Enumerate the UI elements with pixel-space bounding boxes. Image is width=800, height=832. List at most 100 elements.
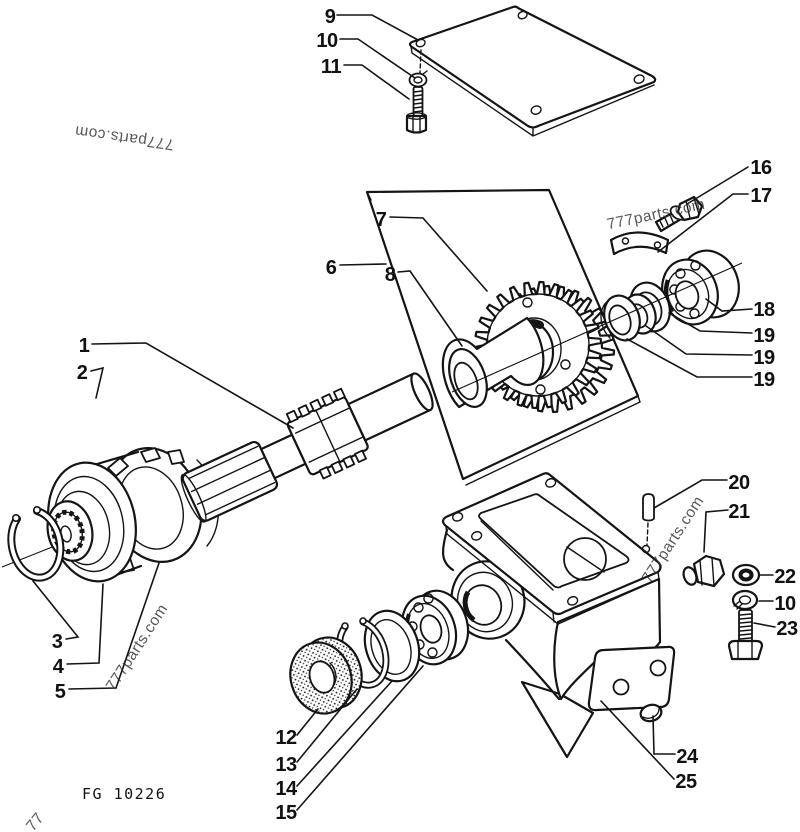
callout-15-label: 15 <box>275 802 297 824</box>
callout-1-leader <box>91 342 294 429</box>
callout-10-right-label: 10 <box>774 593 796 615</box>
callout-12-label: 12 <box>275 727 297 749</box>
callout-24-leader <box>652 715 676 755</box>
housing-foot <box>520 680 595 759</box>
shaft-end-face <box>410 372 434 412</box>
front-bearing-group <box>289 589 470 715</box>
flat-washer-outer <box>731 563 761 587</box>
callout-13-leader <box>296 688 358 763</box>
hex-bolt-head <box>727 639 764 661</box>
bolt-assembly-line <box>419 49 422 74</box>
hex-bolt-threads <box>739 613 752 640</box>
callout-18-label: 18 <box>753 299 775 321</box>
callout-labels: 9 10 11 1 2 6 7 8 16 17 18 19 19 19 20 2… <box>52 6 799 824</box>
flange-opening <box>478 493 630 589</box>
spring-washer-outer <box>731 589 759 611</box>
coupling-hub <box>46 450 143 583</box>
callout-21-label: 21 <box>728 501 750 523</box>
rear-bearing-group <box>600 249 740 342</box>
lock-washer-inner <box>413 76 423 84</box>
axis-line-right <box>451 262 743 393</box>
spring-washer-split <box>733 600 743 610</box>
callout-10-top-leader <box>339 38 416 79</box>
shaft-spline-lines <box>188 445 276 516</box>
ball-bearing-inner <box>674 280 700 310</box>
cover-plate-thickness <box>410 45 655 137</box>
dowel-pin <box>641 493 655 554</box>
flat-washer-hole <box>738 568 754 582</box>
snap-ring-rear-ear-2 <box>359 617 367 625</box>
callout-2-leader <box>90 366 105 399</box>
shaft-tip-chamfer <box>180 473 207 523</box>
flat-washer <box>731 563 761 587</box>
callout-11-label: 11 <box>321 56 342 78</box>
flange-outline <box>441 472 662 616</box>
housing <box>441 472 764 759</box>
callout-1-label: 1 <box>79 335 90 357</box>
callout-19c-label: 19 <box>753 369 775 391</box>
flange-bolt-holes <box>452 478 579 606</box>
cover-plate-assembly <box>405 5 657 137</box>
dowel-pin-line <box>646 522 649 546</box>
flange-thickness <box>445 526 660 625</box>
callout-23-leader <box>753 622 776 628</box>
callout-2-label: 2 <box>77 362 88 384</box>
leader-lines <box>32 14 776 811</box>
cover-plate <box>408 5 657 129</box>
callout-16-label: 16 <box>750 157 772 179</box>
callout-7-leader <box>389 216 488 292</box>
dowel-pin-body <box>642 493 655 522</box>
callout-9-leader <box>336 14 419 41</box>
callout-7-label: 7 <box>376 209 387 231</box>
seal-washer-thickness <box>600 300 611 339</box>
snap-ring-ear-1 <box>12 513 21 522</box>
shaft-gear-teeth <box>285 387 367 480</box>
shaft-gear-lines <box>294 407 365 463</box>
callout-19c-leader <box>626 338 753 378</box>
callout-11-leader <box>343 64 410 100</box>
spring-washer <box>731 589 759 611</box>
snap-ring-fill <box>9 509 63 580</box>
callout-13-label: 13 <box>275 754 297 776</box>
callout-8-label: 8 <box>385 264 396 286</box>
callout-4-label: 4 <box>53 656 65 678</box>
callout-9-label: 9 <box>325 6 336 28</box>
callout-21-leader <box>703 509 729 553</box>
thrust-washer-hole-depth <box>329 662 337 687</box>
callout-4-leader <box>66 583 104 665</box>
snap-ring-ear-2 <box>32 505 41 514</box>
gasket-plate <box>365 188 641 486</box>
callout-12-leader <box>296 708 319 736</box>
ear-hole-2 <box>649 659 667 677</box>
front-bearing-inner <box>419 614 443 644</box>
thrust-washer <box>289 636 363 715</box>
ear-hole-1 <box>612 678 630 696</box>
callout-25-label: 25 <box>675 771 697 793</box>
dowel-pin-hole <box>641 544 651 554</box>
callout-6-label: 6 <box>326 257 337 279</box>
callout-16-leader <box>686 166 749 205</box>
housing-webs <box>441 528 561 701</box>
snap-ring-front <box>7 505 65 582</box>
callout-3-leader <box>32 580 80 640</box>
cap-screw <box>405 86 428 134</box>
callout-19a-label: 19 <box>753 325 775 347</box>
callout-17-label: 17 <box>750 185 772 207</box>
lock-strap-holes <box>621 237 662 249</box>
side-plug-facets <box>699 557 715 587</box>
input-shaft <box>180 372 434 523</box>
lock-bolt-threads <box>659 214 674 228</box>
cap-screw-head-top <box>406 112 427 120</box>
callout-14-label: 14 <box>275 778 298 800</box>
seal-washer-bore <box>608 304 632 336</box>
snap-ring-rear-ear-1 <box>341 622 349 630</box>
hex-bolt-head-facets <box>737 640 753 660</box>
cap-screw-threads <box>413 90 423 113</box>
cover-plate-holes <box>415 10 645 115</box>
retaining-ring-bore <box>370 619 412 675</box>
spring-washer-hole <box>738 595 752 605</box>
interior-lines <box>480 520 605 591</box>
callout-19a-leader <box>668 312 753 334</box>
